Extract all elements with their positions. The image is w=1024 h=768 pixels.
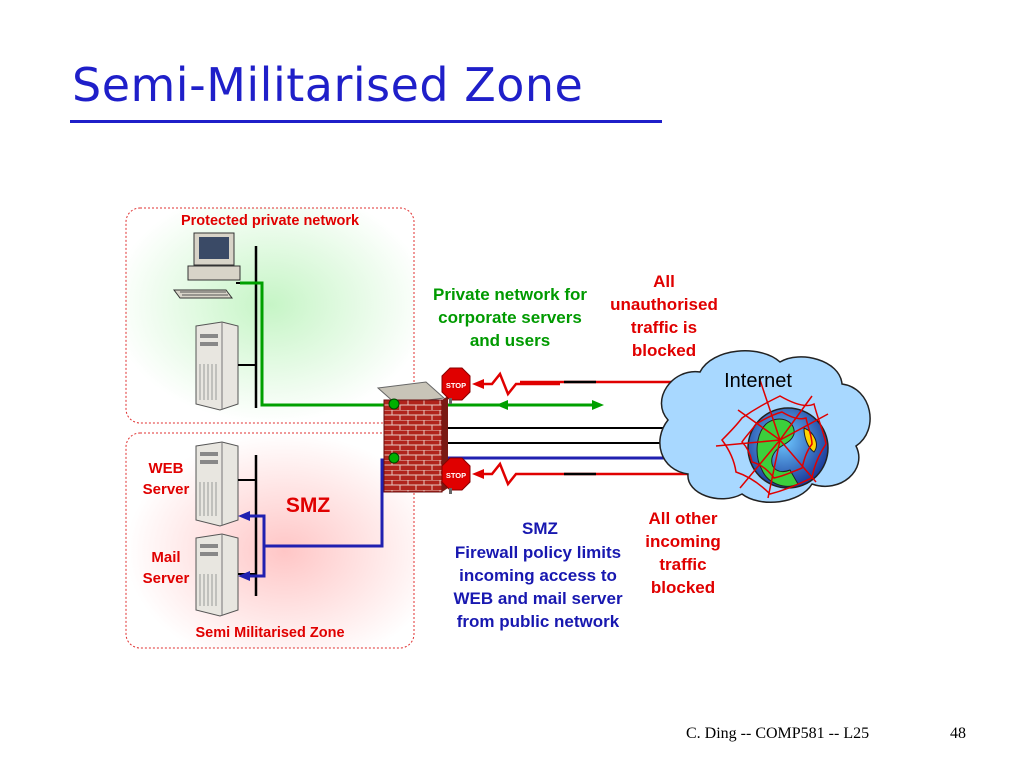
page-number: 48: [950, 725, 966, 742]
internet-link-lines: [440, 427, 680, 444]
slide-title: Semi-Militarised Zone: [72, 58, 584, 112]
svg-text:STOP: STOP: [446, 381, 466, 390]
other-incoming-note: All other incoming traffic blocked: [645, 509, 721, 597]
corporate-server-icon: [195, 321, 239, 411]
stop-sign-icon-top: STOP: [441, 367, 471, 404]
desktop-computer-icon: [173, 232, 241, 299]
footer-course-info: C. Ding -- COMP581 -- L25: [686, 725, 870, 742]
web-server-label: WEB Server: [142, 460, 190, 498]
private-network-note: Private network for corporate servers an…: [433, 285, 587, 350]
internet-label: Internet: [724, 370, 792, 392]
protected-zone: [125, 207, 415, 424]
smz-policy-text: Firewall policy limits incoming access t…: [453, 543, 623, 631]
unauthorised-traffic-note: All unauthorised traffic is blocked: [610, 272, 718, 360]
mail-server-icon: [195, 533, 239, 617]
smz-tag: SMZ: [285, 494, 331, 517]
stop-sign-icon-bottom: STOP: [441, 457, 471, 494]
internet-cloud-icon: [659, 350, 871, 504]
svg-text:STOP: STOP: [446, 471, 466, 480]
protected-zone-label: Protected private network: [180, 213, 360, 229]
title-underline: [70, 120, 662, 123]
blocked-traffic-top: [480, 371, 560, 397]
mail-server-label: Mail Server: [142, 549, 190, 587]
smz-policy-title: SMZ: [522, 519, 558, 538]
private-traffic-line: [240, 281, 600, 407]
blocked-traffic-bottom: [480, 461, 690, 487]
smz-zone-label: Semi Militarised Zone: [195, 625, 345, 641]
web-server-icon: [195, 441, 239, 527]
firewall-icon: [376, 381, 448, 493]
